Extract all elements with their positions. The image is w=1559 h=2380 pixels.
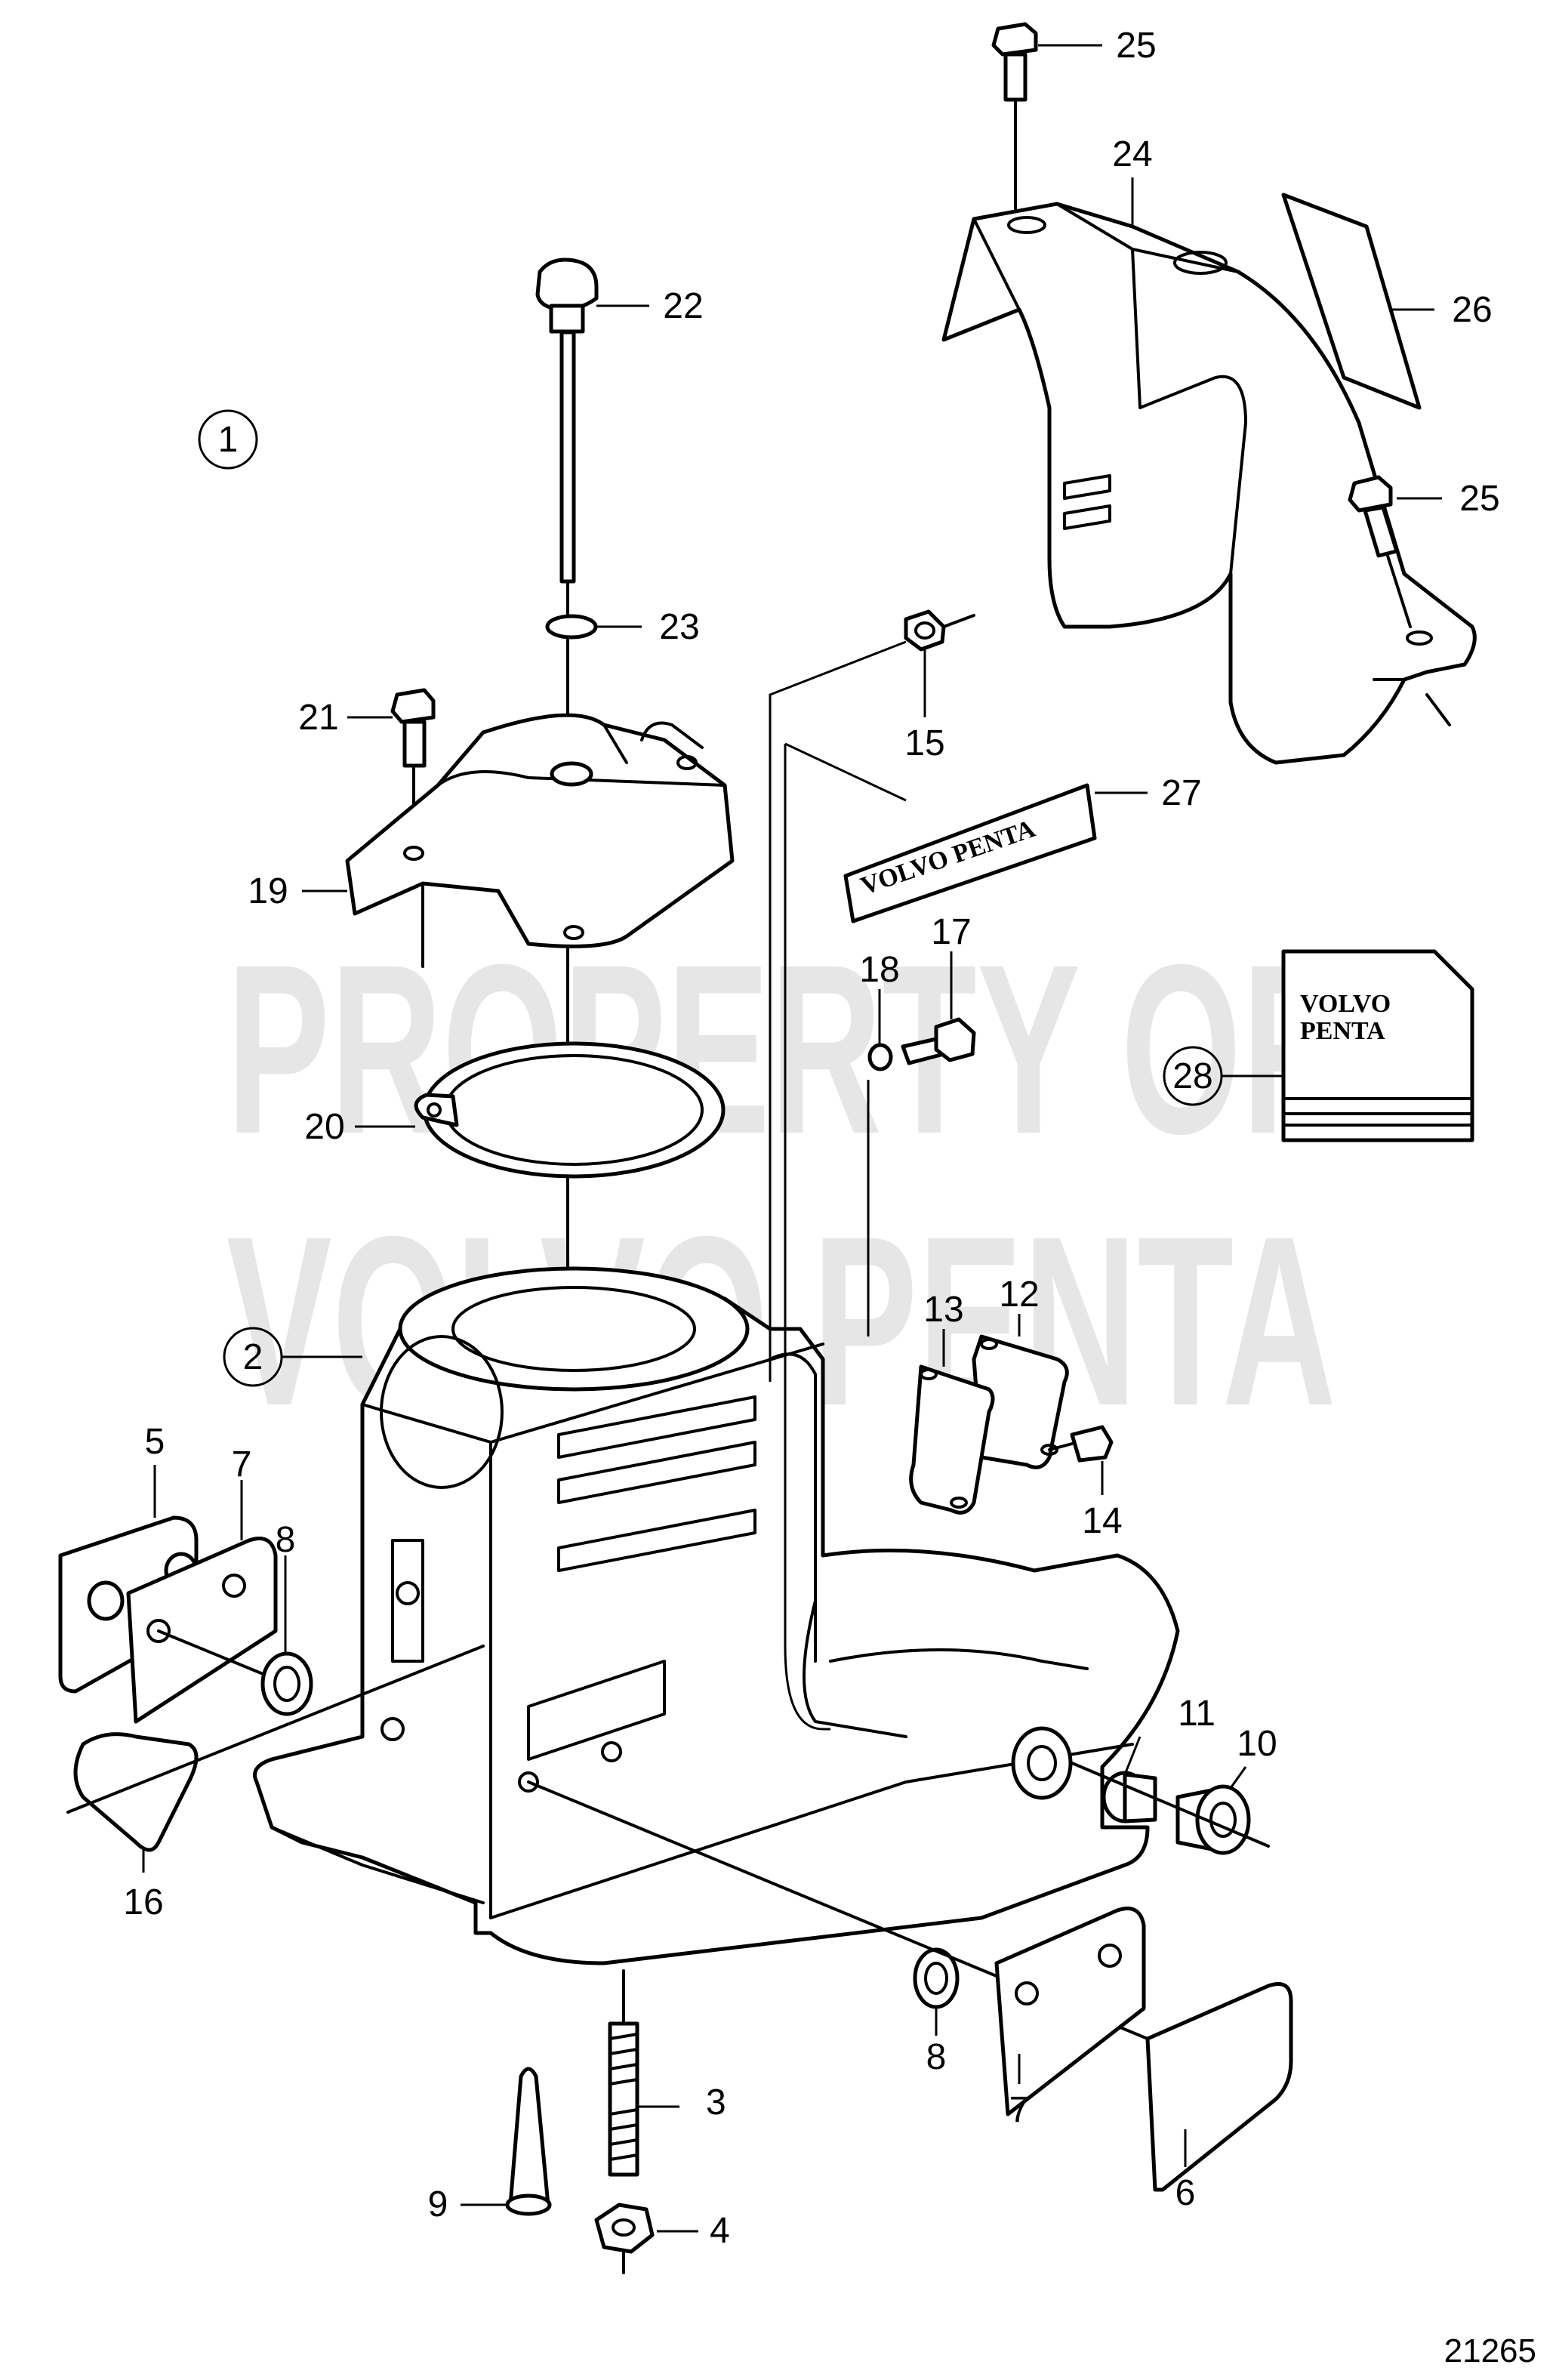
callout-15: 15 <box>904 723 944 763</box>
nut-lower-part <box>594 2203 655 2274</box>
callout-22: 22 <box>663 286 703 326</box>
callout-20: 20 <box>304 1107 344 1147</box>
callout-26: 26 <box>1452 290 1492 330</box>
callout-7-right: 7 <box>1009 2090 1030 2130</box>
main-housing-part <box>253 1266 1180 1965</box>
leader-lines <box>142 44 1442 2233</box>
callout-8-left: 8 <box>276 1520 296 1560</box>
cover-plate-part <box>972 1334 1069 1469</box>
watermark-line1: PROPERTY OF <box>226 914 1336 1184</box>
callout-18: 18 <box>859 950 899 990</box>
callout-8-right: 8 <box>926 2037 947 2077</box>
callout-7-left: 7 <box>232 1444 252 1484</box>
callout-17: 17 <box>931 912 971 952</box>
callout-11: 11 <box>1178 1694 1215 1734</box>
sleeve-part <box>505 2067 552 2216</box>
callout-5: 5 <box>145 1422 165 1462</box>
sealing-ring-part <box>867 1043 893 1071</box>
decal-part <box>1281 193 1422 410</box>
pipe-part <box>769 640 907 1731</box>
right-plate-part <box>994 1907 1146 2116</box>
manual-part: VOLVO PENTA <box>1281 949 1474 1142</box>
cover-bolt-part <box>390 688 436 847</box>
flange-part <box>1071 1762 1270 1855</box>
callout-21: 21 <box>298 698 338 738</box>
callout-16: 16 <box>123 1882 163 1922</box>
callout-25-right: 25 <box>1459 479 1499 519</box>
dipstick-part <box>535 257 599 1361</box>
right-block-part <box>1145 1982 1293 2192</box>
bolt-right-part <box>1348 475 1412 628</box>
callout-10: 10 <box>1237 1724 1277 1764</box>
stud-part <box>608 1969 639 2177</box>
nut-upper-part <box>904 609 975 652</box>
callout-6: 6 <box>1175 2173 1196 2213</box>
callout-19: 19 <box>248 871 288 911</box>
callout-25-top: 25 <box>1116 26 1156 66</box>
callout-27: 27 <box>1161 773 1201 813</box>
callout-14: 14 <box>1082 1501 1122 1541</box>
left-washer-part <box>260 1651 313 1716</box>
bushing-part <box>1101 1771 1157 1824</box>
callout-9: 9 <box>428 2184 448 2224</box>
upper-shield-part <box>941 202 1477 765</box>
callout-circle-1 <box>198 409 258 470</box>
callout-1: 1 <box>218 420 239 460</box>
callout-labels: 1 2 3 4 5 6 7 7 8 8 9 10 11 12 13 14 15 … <box>123 26 1499 2251</box>
bolt-top-part <box>991 22 1038 213</box>
manual-brand-line2: PENTA <box>1300 1017 1385 1045</box>
callout-12: 12 <box>999 1275 1039 1315</box>
top-cover-part <box>345 713 735 968</box>
screw-part <box>1048 1425 1114 1463</box>
figure-number: 21265 <box>1444 2332 1536 2369</box>
callout-24: 24 <box>1112 134 1152 174</box>
callout-2: 2 <box>243 1337 263 1377</box>
gasket-plate-part <box>909 1364 995 1515</box>
manual-brand-line1: VOLVO <box>1300 990 1391 1018</box>
callout-4: 4 <box>710 2211 730 2251</box>
callout-3: 3 <box>706 2082 726 2123</box>
brand-decal-part: VOLVO PENTA <box>843 783 1097 923</box>
callout-23: 23 <box>659 607 699 647</box>
watermark: PROPERTY OF VOLVO PENTA <box>226 914 1336 1456</box>
gasket-part <box>414 1041 726 1179</box>
seal-left-part <box>66 1645 485 1852</box>
callout-28: 28 <box>1172 1056 1212 1096</box>
plug-part <box>901 1017 976 1065</box>
o-ring-part <box>545 614 598 640</box>
callout-13: 13 <box>923 1290 963 1330</box>
